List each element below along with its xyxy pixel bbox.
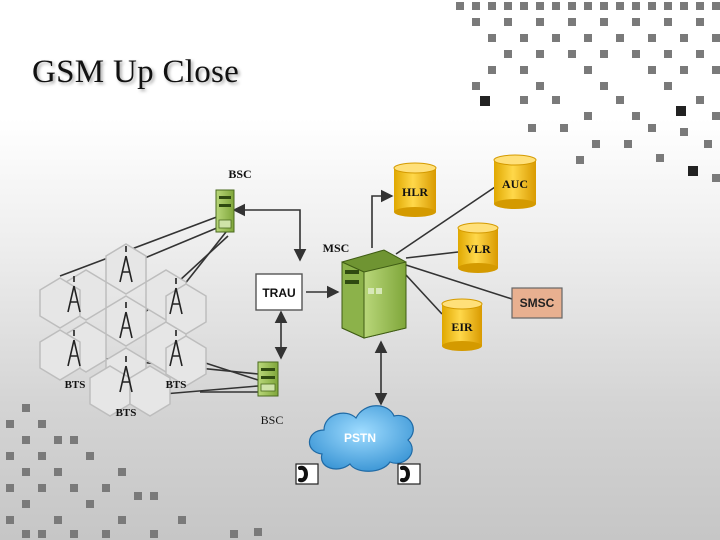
msc-server-icon: [341, 249, 407, 339]
link-msc-smsc: [405, 264, 513, 300]
trau-box: TRAU: [255, 273, 303, 311]
link-msc-vlr: [405, 251, 459, 259]
cell-grid: [39, 243, 207, 417]
phone-icon: [295, 463, 319, 485]
tower-icon: [67, 330, 81, 367]
cell-hex: [39, 329, 81, 381]
bts-left-label: BTS: [65, 379, 86, 391]
hlr-database-icon: HLR: [393, 162, 437, 217]
auc-label: AUC: [502, 177, 528, 191]
decor-pattern-bottom: [6, 404, 262, 538]
link-bsc-trau: [232, 203, 307, 262]
bsc-top-label: BSC: [228, 167, 251, 181]
eir-database-icon: EIR: [441, 298, 483, 351]
bts-right-label: BTS: [166, 379, 187, 391]
slide-title: GSM Up Close: [32, 54, 240, 90]
tower-icon: [119, 246, 133, 283]
hlr-label: HLR: [402, 185, 428, 199]
vlr-label: VLR: [465, 242, 491, 256]
tower-icon: [67, 276, 81, 313]
cell-hex: [165, 283, 207, 335]
bsc-top-server-icon: [215, 189, 235, 233]
bts-bottom-label: BTS: [116, 407, 137, 419]
tower-icon: [119, 302, 133, 339]
vlr-database-icon: VLR: [457, 222, 499, 273]
bsc-bottom-label: BSC: [261, 413, 284, 427]
cell-hex: [129, 365, 171, 417]
trau-label: TRAU: [262, 286, 295, 300]
towers: [67, 246, 183, 393]
tower-icon: [119, 356, 133, 393]
link-msc-hlr: [371, 189, 394, 248]
smsc-box: SMSC: [511, 287, 563, 319]
link-msc-eir: [405, 274, 443, 315]
decor-pattern-top: [456, 2, 720, 182]
eir-label: EIR: [451, 320, 473, 334]
pstn-label: PSTN: [344, 431, 376, 445]
link-bsc-bts3: [179, 231, 227, 291]
phone-icon: [397, 463, 421, 485]
link-bsc-bts2: [139, 224, 225, 261]
cell-hex: [39, 277, 81, 329]
cell-hex: [165, 335, 207, 387]
msc-label: MSC: [323, 241, 350, 255]
link-msc-auc: [395, 184, 499, 255]
tower-icon: [169, 278, 183, 315]
bsc-bottom-server-icon: [257, 361, 279, 397]
pstn-cloud-icon: PSTN: [308, 405, 414, 472]
auc-database-icon: AUC: [493, 154, 537, 209]
tower-icon: [169, 330, 183, 367]
link-bsc-bts1: [59, 214, 223, 277]
smsc-label: SMSC: [520, 296, 555, 310]
